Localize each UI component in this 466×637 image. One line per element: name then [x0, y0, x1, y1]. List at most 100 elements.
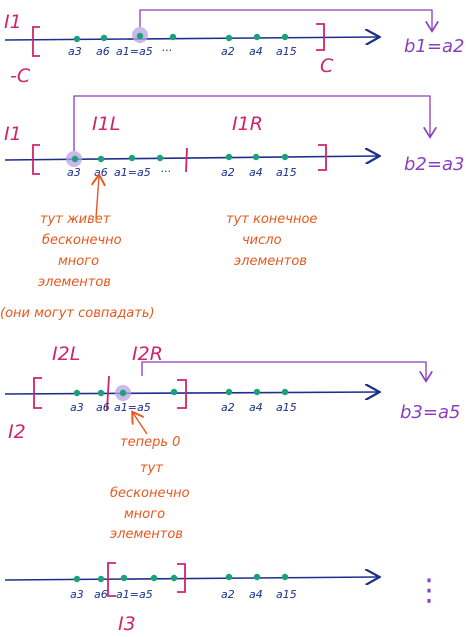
number-line-3 [4, 392, 378, 394]
interval-label-2: I1 [4, 123, 22, 145]
label-a6: a6 [94, 588, 108, 601]
points-row-4 [73, 573, 289, 583]
point-a6 [97, 389, 105, 397]
note-3: теперь 0 тут бесконечно много элементов [110, 435, 190, 542]
point-a15 [281, 388, 289, 396]
right-half-label-2: I1R [232, 113, 263, 135]
row-2: I1 I1L I1R a3 a6 a1=a5 ... a2 a4 a15 b2=… [0, 95, 464, 321]
right-bound-label: C [320, 55, 334, 77]
point-a15 [281, 573, 289, 581]
label-a1-a5: a1=a5 [114, 401, 151, 414]
row-4: a3 a6 a1=a5 a2 a4 a15 I3 ⋮ [4, 562, 444, 635]
label-ellipsis: ... [162, 41, 173, 54]
pointer-line-1 [139, 9, 432, 30]
point-labels-row-4: a3 a6 a1=a5 a2 a4 a15 [70, 588, 297, 601]
point-a6 [97, 155, 105, 163]
point-a5 [170, 388, 178, 396]
number-line-2 [4, 156, 378, 160]
point-a5 [169, 33, 177, 41]
left-bracket-3 [33, 377, 42, 409]
label-a1-a5: a1=a5 [116, 588, 153, 601]
point-labels-row-1: a3 a6 a1=a5 ... a2 a4 a15 [68, 41, 297, 58]
right-note-line-2: число [242, 233, 282, 248]
left-bound-label: -C [10, 65, 31, 87]
right-bracket-1 [316, 23, 325, 51]
label-a6: a6 [94, 166, 108, 179]
b-label-3: b3=a5 [400, 402, 460, 423]
label-a1-a5: a1=a5 [116, 45, 153, 58]
point-extra [170, 574, 178, 582]
left-bracket-2 [32, 144, 40, 175]
point-labels-row-3: a3 a6 a1=a5 a2 a4 a15 [70, 401, 297, 414]
label-a1-a5: a1=a5 [114, 166, 151, 179]
midpoint-divider-3 [106, 375, 110, 411]
label-a3: a3 [67, 166, 81, 179]
point-a1 [128, 154, 136, 162]
row-1: I1 -C C a3 a6 a1=a5 ... a2 a4 a15 b1=a2 [4, 9, 464, 87]
note-3-line-2: тут [140, 461, 163, 476]
label-a2: a2 [221, 588, 235, 601]
label-a4: a4 [249, 166, 263, 179]
midpoint-divider-2 [185, 147, 188, 173]
right-bracket-3 [177, 379, 187, 409]
left-bracket-1 [32, 26, 40, 57]
interval-label-1: I1 [4, 11, 22, 33]
label-a2: a2 [221, 401, 235, 414]
note-arrow-3 [133, 413, 148, 435]
label-a3: a3 [70, 588, 84, 601]
point-a4 [252, 153, 260, 161]
note-3-line-4: много [124, 507, 165, 522]
label-a15: a15 [276, 588, 297, 601]
right-bracket-2 [318, 144, 327, 171]
point-a2 [225, 573, 233, 581]
point-a1 [136, 32, 144, 40]
label-a3: a3 [70, 401, 84, 414]
points-row-1 [73, 32, 289, 43]
left-bracket-4 [107, 562, 116, 597]
left-half-label-2: I1L [92, 113, 120, 135]
right-bracket-4 [177, 563, 186, 593]
label-a6: a6 [96, 401, 110, 414]
pointer-line-2 [73, 95, 430, 151]
b-label-1: b1=a2 [404, 36, 464, 57]
continuation-dots: ⋮ [414, 573, 444, 608]
point-a2 [225, 388, 233, 396]
point-a4 [253, 33, 261, 41]
point-a5 [156, 154, 164, 162]
point-a4 [253, 388, 261, 396]
interval-label-4: I3 [118, 613, 136, 635]
point-a1 [120, 574, 128, 582]
point-a4 [253, 573, 261, 581]
label-a2: a2 [221, 166, 235, 179]
point-labels-row-2: a3 a6 a1=a5 ... a2 a4 a15 [67, 162, 297, 179]
label-ellipsis: ... [161, 162, 172, 175]
left-note-line-2: бесконечно [42, 233, 122, 248]
note-3-line-5: элементов [110, 527, 183, 542]
point-a2 [225, 153, 233, 161]
point-a3 [73, 575, 81, 583]
label-a3: a3 [68, 45, 82, 58]
point-a2 [225, 34, 233, 42]
pointer-line-3 [141, 361, 426, 380]
row-3: I2 I2L I2R a3 a6 a1=a5 a2 a4 a15 b3=a5 т… [4, 343, 460, 542]
right-note-line-3: элементов [234, 254, 307, 269]
label-a2: a2 [221, 45, 235, 58]
note-arrow-2 [96, 176, 99, 219]
number-line-1 [4, 37, 378, 40]
point-a15 [281, 153, 289, 161]
point-a15 [281, 33, 289, 41]
interval-label-3: I2 [8, 421, 26, 443]
right-note-2: тут конечное число элементов [226, 212, 317, 269]
b-label-2: b2=a3 [404, 154, 464, 175]
point-a6 [100, 34, 108, 42]
note-3-line-3: бесконечно [110, 486, 190, 501]
label-a15: a15 [276, 166, 297, 179]
label-a15: a15 [276, 401, 297, 414]
left-note-2: тут живет бесконечно много элементов (он… [0, 212, 155, 321]
point-a3 [73, 35, 81, 43]
right-half-label-3: I2R [132, 343, 163, 365]
point-a1 [119, 389, 127, 397]
point-a3 [71, 155, 79, 163]
point-a6 [97, 575, 105, 583]
